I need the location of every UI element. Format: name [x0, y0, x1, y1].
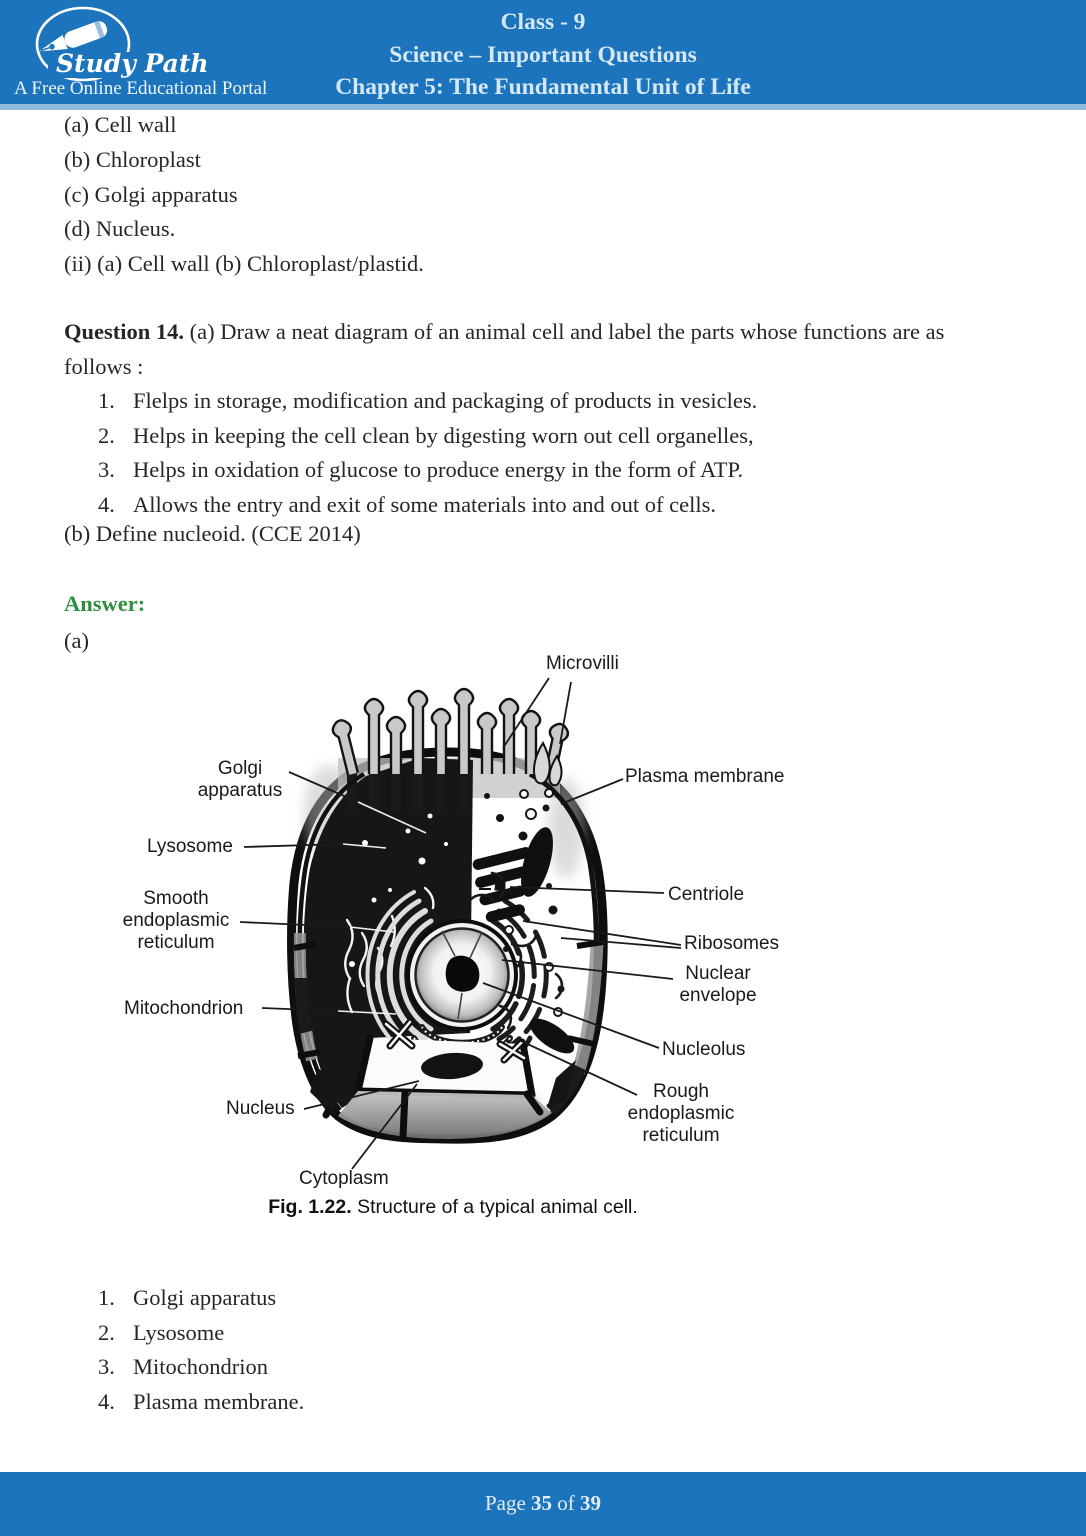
header-title-line: Science – Important Questions: [389, 41, 697, 68]
options-list: (a) Cell wall (b) Chloroplast (c) Golgi ap…: [64, 108, 424, 282]
option-line: (ii) (a) Cell wall (b) Chloroplast/plast…: [64, 251, 424, 277]
label-golgi-apparatus: Golgi apparatus: [197, 758, 283, 801]
answer-part-item: 3.Mitochondrion: [98, 1354, 268, 1380]
studypath-logo: Study Path A Free Online Educational Por…: [10, 2, 310, 106]
label-mitochondrion: Mitochondrion: [124, 998, 244, 1019]
option-line: (b) Chloroplast: [64, 146, 201, 172]
label-nucleus: Nucleus: [226, 1098, 295, 1119]
page-footer: Page 35 of 39: [0, 1472, 1086, 1536]
header-title-line: Class - 9: [500, 9, 586, 35]
question-label: Question 14.: [64, 319, 185, 344]
label-nucleolus: Nucleolus: [662, 1039, 746, 1060]
answer-part-item: 4.Plasma membrane.: [98, 1389, 305, 1415]
current-page-number: 35: [531, 1491, 553, 1515]
answer-part-a: (a): [64, 628, 89, 653]
svg-text:Study Path: Study Path: [56, 49, 209, 78]
question-item: 2.Helps in keeping the cell clean by dig…: [98, 422, 754, 448]
animal-cell-figure: Microvilli Golgi apparatus Plasma membra…: [0, 648, 1086, 1223]
page-number: Page 35 of 39: [484, 1491, 602, 1515]
label-lysosome: Lysosome: [147, 836, 233, 857]
fountain-pen-logo-icon: Study Path: [35, 6, 209, 82]
answer-label: Answer:: [64, 591, 146, 616]
logo-tagline: A Free Online Educational Portal: [14, 78, 268, 99]
figure-caption-number: Fig. 1.22.: [268, 1196, 352, 1218]
question-items: 1.Flelps in storage, modification and pa…: [98, 384, 757, 523]
option-line: (c) Golgi apparatus: [64, 181, 238, 207]
answer-part-item: 1.Golgi apparatus: [98, 1285, 277, 1310]
question-part-b: (b) Define nucleoid. (CCE 2014): [64, 521, 361, 546]
header-title-line: Chapter 5: The Fundamental Unit of Life: [335, 74, 751, 100]
label-ribosomes: Ribosomes: [684, 933, 780, 954]
figure-caption-text: Structure of a typical animal cell.: [351, 1196, 638, 1218]
question-intro: (a) Draw a neat diagram of an animal cel…: [64, 319, 945, 380]
page-header: Study Path A Free Online Educational Por…: [0, 0, 1086, 110]
total-page-number: 39: [580, 1491, 602, 1515]
label-smooth-er: Smooth endoplasmic reticulum: [122, 888, 230, 953]
callout-lines: [239, 677, 682, 1170]
answer-part-item: 2.Lysosome: [98, 1319, 225, 1345]
question-item: 3.Helps in oxidation of glucose to produ…: [98, 457, 744, 483]
option-line: (d) Nucleus.: [64, 216, 176, 242]
animal-cell-diagram: [239, 677, 682, 1170]
question-item: 4.Allows the entry and exit of some mate…: [98, 492, 716, 518]
label-centriole: Centriole: [668, 884, 745, 905]
label-nuclear-envelope: Nuclear envelope: [679, 963, 757, 1006]
figure-caption: Fig. 1.22. Structure of a typical animal…: [153, 1196, 753, 1219]
question-paragraph: Question 14. (a) Draw a neat diagram of …: [64, 314, 982, 384]
answer-parts-list: 1.Golgi apparatus 2.Lysosome 3.Mitochondri…: [98, 1281, 304, 1420]
label-microvilli: Microvilli: [546, 653, 619, 674]
label-rough-er: Rough endoplasmic reticulum: [627, 1081, 735, 1146]
label-cytoplasm: Cytoplasm: [299, 1168, 389, 1189]
question-item: 1.Flelps in storage, modification and pa…: [98, 388, 758, 413]
label-plasma-membrane: Plasma membrane: [625, 766, 785, 787]
option-line: (a) Cell wall: [64, 112, 177, 137]
